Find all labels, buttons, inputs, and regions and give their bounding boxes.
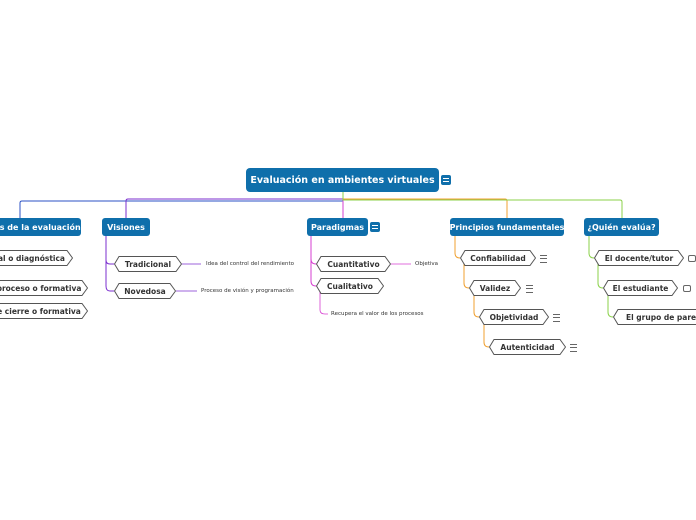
branch-visiones[interactable]: Visiones	[102, 218, 150, 236]
paradigmas-child-cuantitativo-label: Cuantitativo	[327, 259, 380, 269]
visiones-child-novedosa-label: Novedosa	[124, 286, 166, 296]
root-note-icon[interactable]	[441, 175, 451, 185]
quien-child-pares-label: El grupo de pares	[626, 312, 696, 322]
branch-quien[interactable]: ¿Quién evalúa?	[584, 218, 659, 236]
principios-child-autenticidad[interactable]: Autenticidad	[489, 339, 566, 355]
docente-comment-icon[interactable]	[688, 255, 696, 262]
branch-principios[interactable]: Principios fundamentales	[450, 218, 564, 236]
principios-child-autenticidad-label: Autenticidad	[500, 342, 555, 352]
branch-paradigmas-label: Paradigmas	[310, 222, 365, 232]
visiones-child-novedosa[interactable]: Novedosa	[114, 283, 176, 299]
branch-tipos-label: os de la evaluación	[0, 222, 81, 232]
principios-child-objetividad-label: Objetividad	[489, 312, 539, 322]
estudiante-comment-icon[interactable]	[683, 285, 691, 292]
visiones-note-2: Proceso de visión y programación	[201, 288, 294, 294]
quien-child-pares[interactable]: El grupo de pares	[613, 309, 696, 325]
tipos-child-3[interactable]: e cierre o formativa	[0, 303, 88, 319]
visiones-child-tradicional[interactable]: Tradicional	[114, 256, 182, 272]
paradigmas-note-1: Objetiva	[415, 261, 439, 267]
autenticidad-notes-icon[interactable]	[570, 344, 577, 352]
validez-notes-icon[interactable]	[526, 285, 533, 293]
branch-principios-label: Principios fundamentales	[449, 222, 565, 232]
tipos-child-2-label: proceso o formativa	[0, 283, 82, 293]
objetividad-notes-icon[interactable]	[553, 314, 560, 322]
root-label: Evaluación en ambientes virtuales	[250, 174, 435, 186]
quien-child-docente[interactable]: El docente/tutor	[594, 250, 684, 266]
principios-child-confiabilidad-label: Confiabilidad	[470, 253, 526, 263]
root-node[interactable]: Evaluación en ambientes virtuales	[246, 168, 439, 192]
paradigmas-note-2: Recupera el valor de los procesos	[331, 311, 424, 317]
branch-quien-label: ¿Quién evalúa?	[587, 222, 656, 232]
paradigmas-child-cualitativo-label: Cualitativo	[327, 281, 373, 291]
branch-tipos[interactable]: os de la evaluación	[0, 218, 81, 236]
branch-paradigmas[interactable]: Paradigmas	[307, 218, 368, 236]
paradigmas-child-cuantitativo[interactable]: Cuantitativo	[316, 256, 391, 272]
paradigmas-child-cualitativo[interactable]: Cualitativo	[316, 278, 384, 294]
paradigmas-note-icon[interactable]	[370, 222, 380, 232]
principios-child-confiabilidad[interactable]: Confiabilidad	[460, 250, 536, 266]
quien-child-estudiante-label: El estudiante	[612, 283, 669, 293]
tipos-child-1[interactable]: al o diagnóstica	[0, 250, 73, 266]
quien-child-docente-label: El docente/tutor	[604, 253, 674, 263]
quien-child-estudiante[interactable]: El estudiante	[603, 280, 678, 296]
branch-visiones-label: Visiones	[107, 222, 145, 232]
visiones-child-tradicional-label: Tradicional	[124, 259, 172, 269]
tipos-child-3-label: e cierre o formativa	[0, 306, 81, 316]
principios-child-objetividad[interactable]: Objetividad	[479, 309, 549, 325]
tipos-child-2[interactable]: proceso o formativa	[0, 280, 88, 296]
principios-child-validez[interactable]: Validez	[469, 280, 521, 296]
principios-child-validez-label: Validez	[479, 283, 511, 293]
confiabilidad-notes-icon[interactable]	[540, 255, 547, 263]
tipos-child-1-label: al o diagnóstica	[0, 253, 65, 263]
visiones-note-1: Idea del control del rendimiento	[206, 261, 295, 267]
